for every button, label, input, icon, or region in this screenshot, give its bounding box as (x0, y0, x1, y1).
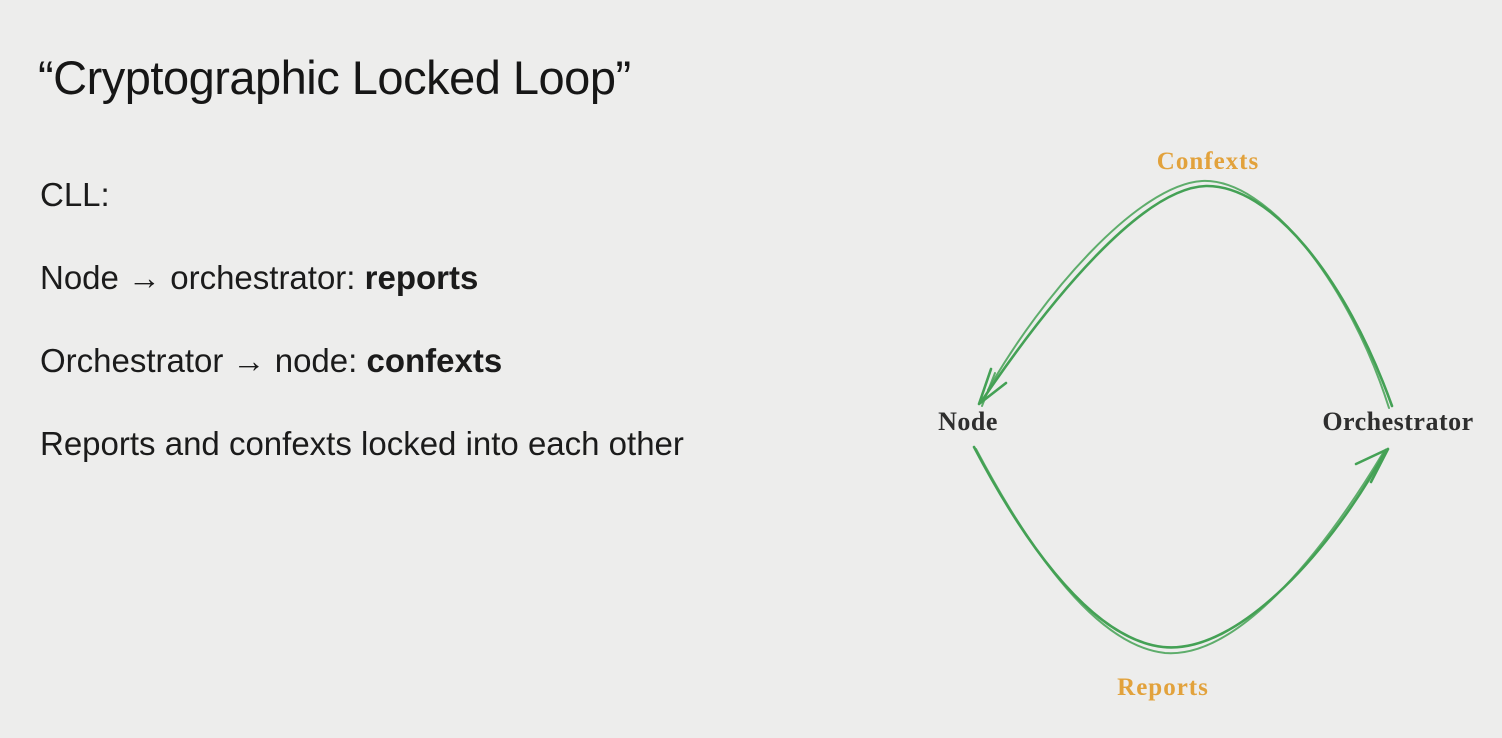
bullet-line: Orchestrator → node: confexts (40, 342, 684, 380)
bullet-line: CLL: (40, 176, 684, 214)
slide-title: “Cryptographic Locked Loop” (38, 51, 631, 104)
edge-label-confexts: Confexts (1156, 148, 1260, 175)
bullet-text: CLL: (40, 176, 110, 213)
confexts-arrowhead-overdraw (981, 372, 996, 407)
node-label-node: Node (938, 407, 998, 436)
bullet-text: Reports and confexts locked into each ot… (40, 425, 684, 462)
bullet-line: Node → orchestrator: reports (40, 259, 684, 297)
bullet-bold-text: reports (364, 259, 479, 296)
bullet-bold-text: confexts (366, 342, 503, 379)
bullet-line: Reports and confexts locked into each ot… (40, 425, 684, 463)
confexts-arrow-curve (979, 184, 1394, 408)
bullet-list: CLL: Node → orchestrator: reports Orches… (40, 176, 684, 508)
edge-label-reports: Reports (1117, 674, 1209, 701)
confexts-arrow-curve-overdraw (987, 179, 1390, 409)
bullet-text: Node → orchestrator: (40, 259, 365, 296)
reports-arrowhead (1354, 447, 1390, 484)
bullet-text: Orchestrator → node: (40, 342, 367, 379)
reports-arrow-curve-overdraw (975, 448, 1384, 655)
node-label-orchestrator: Orchestrator (1322, 407, 1474, 436)
